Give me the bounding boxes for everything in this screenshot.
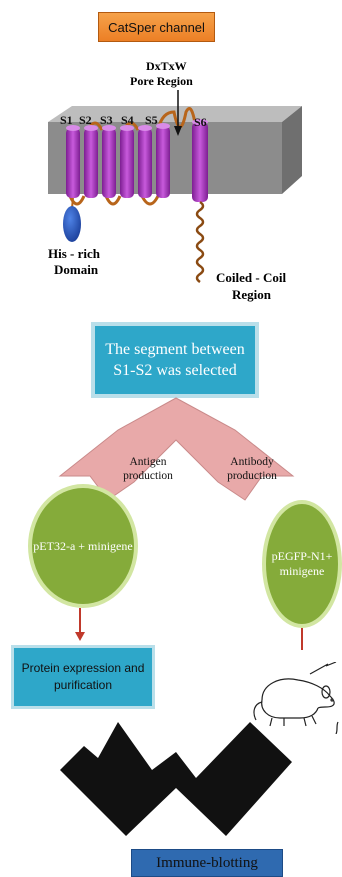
segment-box: The segment between S1-S2 was selected bbox=[91, 322, 259, 398]
right-circle: pEGFP-N1+ minigene bbox=[262, 500, 342, 628]
red-arrows bbox=[75, 608, 303, 650]
helices bbox=[66, 119, 208, 202]
membrane-side bbox=[282, 106, 302, 194]
segment-label: S5 bbox=[145, 113, 158, 127]
black-arrow bbox=[60, 722, 292, 836]
antigen-label: Antigen production bbox=[118, 455, 178, 483]
antibody-line2: production bbox=[227, 470, 277, 482]
segment-label: S6 bbox=[194, 115, 207, 129]
his-label-line1: His - rich bbox=[48, 246, 101, 261]
coil-label-line1: Coiled - Coil bbox=[216, 270, 286, 285]
protein-box: Protein expression and purification bbox=[11, 645, 155, 709]
his-label-line2: Domain bbox=[54, 262, 99, 277]
antigen-line1: Antigen bbox=[129, 456, 167, 468]
title-label: CatSper channel bbox=[98, 12, 215, 42]
segment-label: S4 bbox=[121, 113, 134, 127]
left-circle-label: pET32-a + minigene bbox=[33, 538, 133, 553]
split-arrow bbox=[58, 397, 295, 501]
pore-label-line1: DxTxW bbox=[146, 59, 187, 73]
antigen-line2: production bbox=[123, 470, 173, 482]
segment-label: S2 bbox=[79, 113, 92, 127]
segment-label: S1 bbox=[60, 113, 73, 127]
coil-label-line2: Region bbox=[232, 287, 272, 302]
pore-label-line2: Pore Region bbox=[130, 74, 193, 88]
coiled-coil-shape bbox=[195, 200, 205, 284]
mouse-icon bbox=[253, 662, 339, 734]
antibody-line1: Antibody bbox=[230, 456, 274, 468]
immune-box: Immune-blotting bbox=[131, 849, 283, 877]
left-circle: pET32-a + minigene bbox=[28, 484, 138, 608]
catsper-channel-diagram: S1 S2 S3 S4 S5 S6 DxTxW Pore Region His … bbox=[48, 59, 302, 302]
right-circle-label: pEGFP-N1+ minigene bbox=[271, 549, 333, 578]
segment-label: S3 bbox=[100, 113, 113, 127]
segment-labels: S1 S2 S3 S4 S5 S6 bbox=[60, 113, 207, 129]
antibody-label: Antibody production bbox=[222, 455, 282, 483]
his-domain-shape bbox=[63, 206, 81, 242]
